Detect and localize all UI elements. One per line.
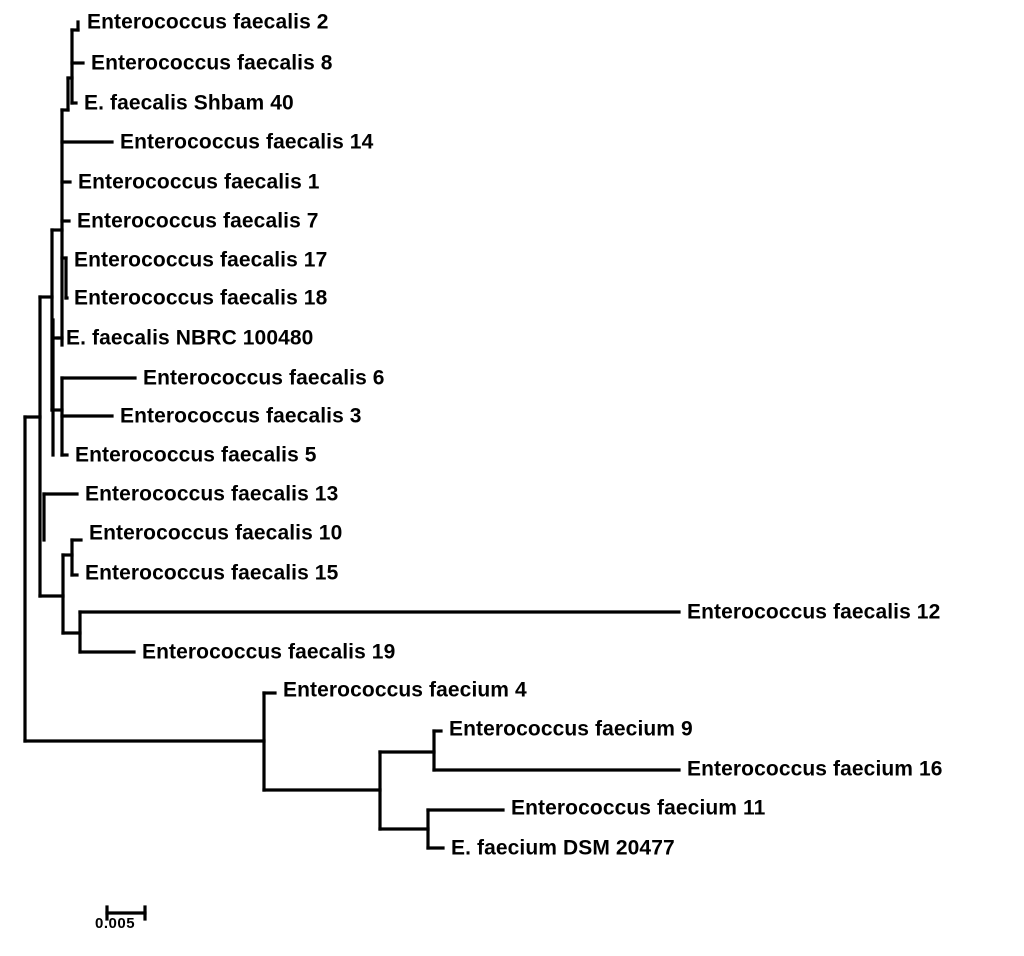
- leaf-label: E. faecium DSM 20477: [451, 836, 675, 860]
- leaf-label: Enterococcus faecium 9: [449, 717, 693, 741]
- leaf-label: Enterococcus faecalis 12: [687, 600, 941, 624]
- leaf-label: Enterococcus faecalis 13: [85, 482, 339, 506]
- leaf-label: E. faecalis NBRC 100480: [66, 326, 314, 350]
- leaf-label: Enterococcus faecalis 3: [120, 404, 362, 428]
- leaf-label: Enterococcus faecalis 2: [87, 10, 329, 34]
- scale-bar-label: 0.005: [95, 915, 136, 932]
- leaf-label: E. faecalis Shbam 40: [84, 91, 294, 115]
- leaf-label: Enterococcus faecalis 7: [77, 209, 319, 233]
- leaf-label: Enterococcus faecalis 10: [89, 521, 343, 545]
- leaf-label: Enterococcus faecium 4: [283, 678, 527, 702]
- leaf-label: Enterococcus faecalis 5: [75, 443, 317, 467]
- leaf-label: Enterococcus faecalis 14: [120, 130, 374, 154]
- tree-branches: [23, 20, 681, 850]
- leaf-label: Enterococcus faecalis 15: [85, 561, 339, 585]
- leaf-label: Enterococcus faecium 11: [511, 796, 766, 820]
- leaf-label: Enterococcus faecalis 18: [74, 286, 328, 310]
- leaf-label: Enterococcus faecalis 17: [74, 248, 328, 272]
- leaf-label: Enterococcus faecium 16: [687, 757, 943, 781]
- leaf-label: Enterococcus faecalis 19: [142, 640, 396, 664]
- scale-bar: [105, 905, 147, 921]
- leaf-label: Enterococcus faecalis 6: [143, 366, 385, 390]
- leaf-label: Enterococcus faecalis 8: [91, 51, 333, 75]
- leaf-label: Enterococcus faecalis 1: [78, 170, 320, 194]
